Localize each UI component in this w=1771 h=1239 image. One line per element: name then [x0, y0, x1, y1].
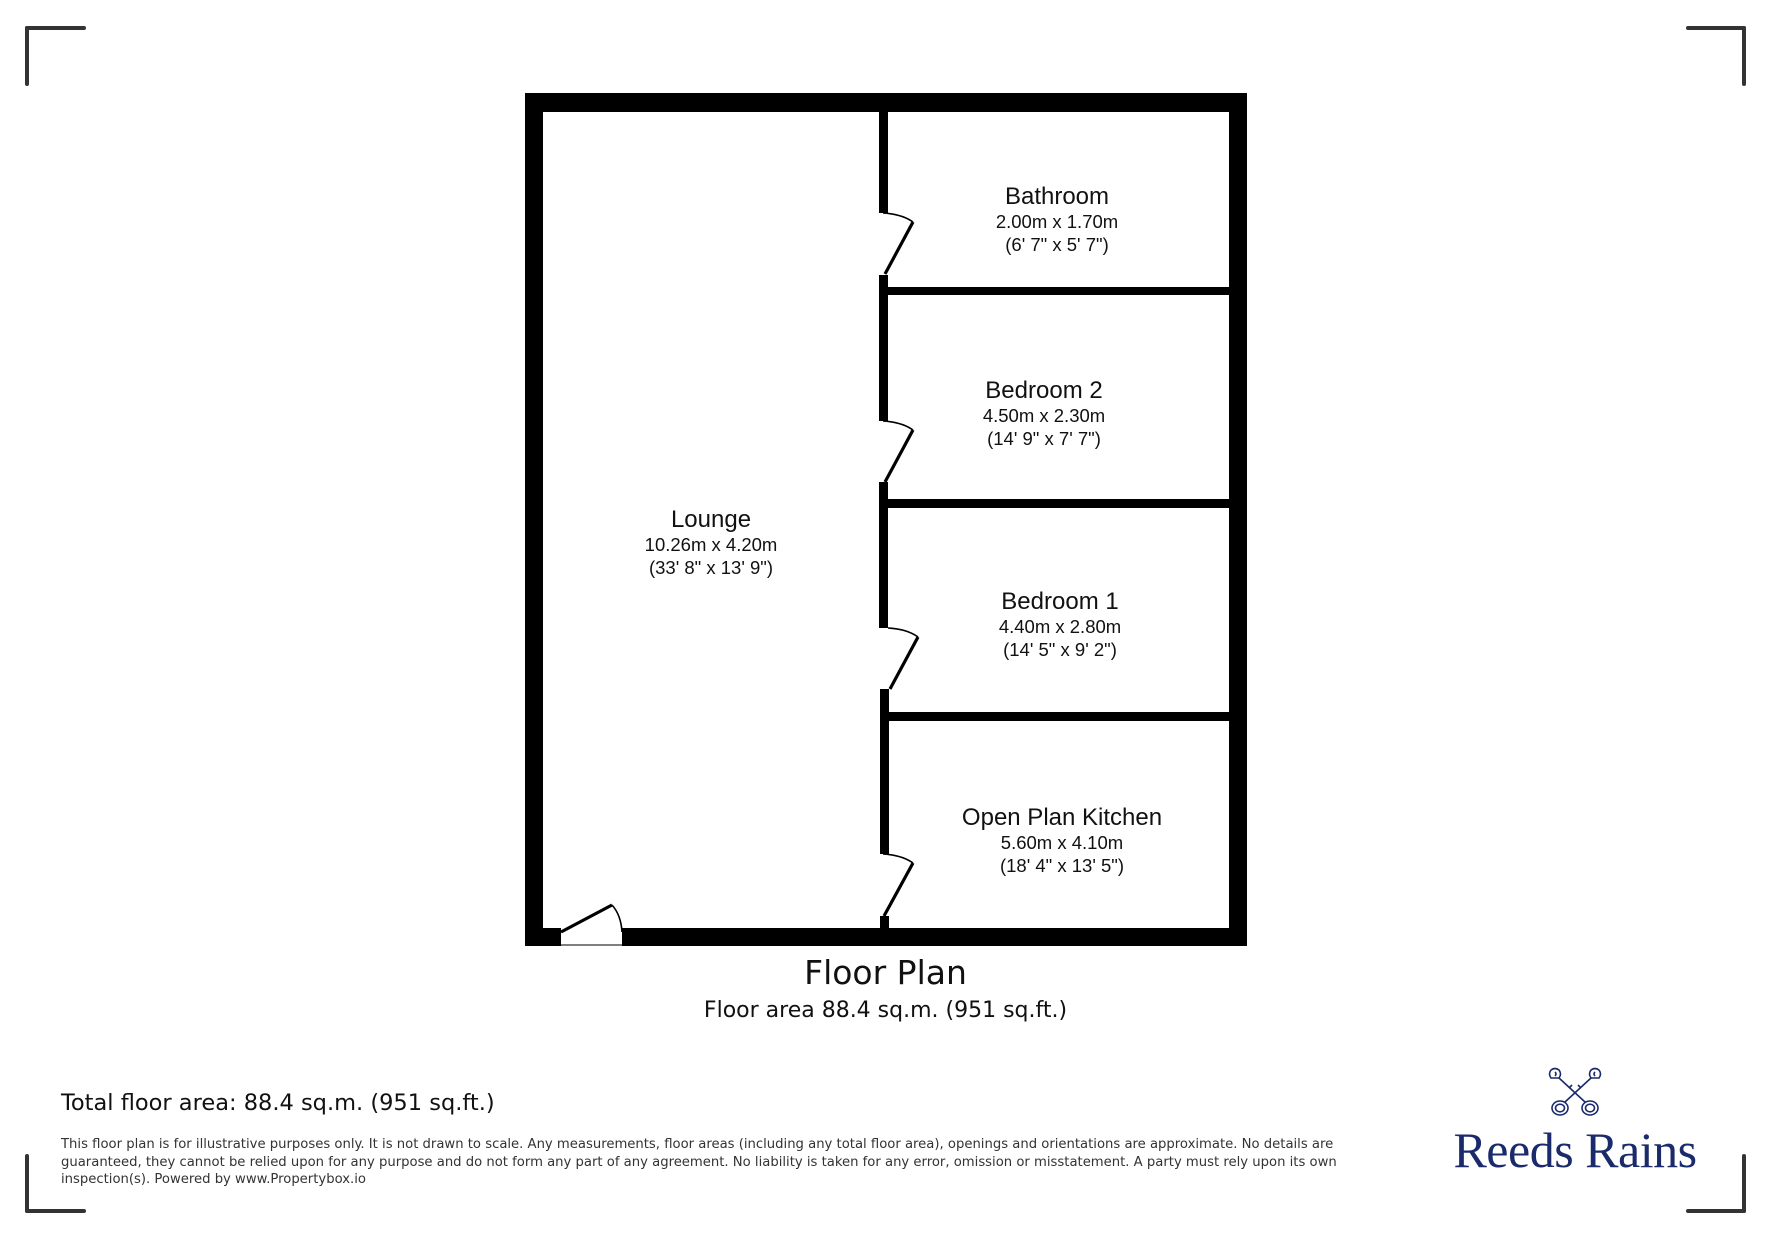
room-label-bedroom-2: Bedroom 2 4.50m x 2.30m (14' 9" x 7' 7") [983, 377, 1105, 450]
room-dimensions-metric: 4.50m x 2.30m [982, 405, 1106, 426]
corner-mark-top-right [1742, 26, 1746, 86]
total-floor-area: Total floor area: 88.4 sq.m. (951 sq.ft.… [61, 1090, 495, 1116]
corner-mark-bottom-left [25, 1154, 29, 1213]
outer-walls [525, 93, 1247, 946]
plan-title: Floor Plan [804, 953, 967, 992]
room-name: Bedroom 2 [985, 377, 1103, 404]
door-bathroom-icon [882, 212, 914, 223]
room-name: Bathroom [1004, 183, 1110, 210]
door-bedroom2-icon [882, 420, 914, 431]
room-dimensions-metric: 4.40m x 2.80m [998, 616, 1122, 637]
room-dimensions-metric: 2.00m x 1.70m [995, 211, 1119, 232]
room-label-kitchen: Open Plan Kitchen 5.60m x 4.10m (18' 4" … [962, 804, 1162, 877]
room-name: Lounge [670, 506, 752, 533]
plan-floor-area: Floor area 88.4 sq.m. (951 sq.ft.) [703, 998, 1068, 1023]
corner-mark-bottom-right [1686, 1209, 1746, 1213]
room-label-lounge: Lounge 10.26m x 4.20m (33' 8" x 13' 9") [645, 506, 778, 579]
room-dimensions-imperial: (33' 8" x 13' 9") [648, 557, 774, 578]
room-label-bedroom-1: Bedroom 1 4.40m x 2.80m (14' 5" x 9' 2") [999, 588, 1121, 661]
room-dimensions-imperial: (18' 4" x 13' 5") [999, 855, 1125, 876]
room-dimensions-metric: 5.60m x 4.10m [1000, 832, 1124, 853]
corner-mark-bottom-right [1742, 1154, 1746, 1213]
door-bedroom1-icon [887, 627, 919, 638]
door-kitchen-icon [882, 853, 914, 864]
corner-mark-top-right [1686, 26, 1746, 30]
door-entrance-icon [560, 903, 613, 934]
room-dimensions-imperial: (14' 9" x 7' 7") [987, 428, 1101, 449]
room-name: Open Plan Kitchen [961, 804, 1163, 831]
room-dimensions-imperial: (6' 7" x 5' 7") [1005, 234, 1109, 255]
brand-logo: Reeds Rains [1430, 1066, 1720, 1178]
corner-mark-top-left [25, 26, 29, 86]
room-dimensions-metric: 10.26m x 4.20m [644, 534, 778, 555]
doors [560, 212, 920, 946]
crossed-keys-icon [1548, 1067, 1602, 1116]
interior-walls [879, 112, 1229, 928]
room-name: Bedroom 1 [1001, 588, 1119, 615]
disclaimer-text: This floor plan is for illustrative purp… [61, 1137, 1337, 1187]
corner-mark-top-left [25, 26, 86, 30]
corner-mark-bottom-left [25, 1209, 86, 1213]
room-label-bathroom: Bathroom 2.00m x 1.70m (6' 7" x 5' 7") [996, 183, 1118, 256]
room-dimensions-imperial: (14' 5" x 9' 2") [1003, 639, 1117, 660]
brand-name: Reeds Rains [1453, 1122, 1697, 1178]
